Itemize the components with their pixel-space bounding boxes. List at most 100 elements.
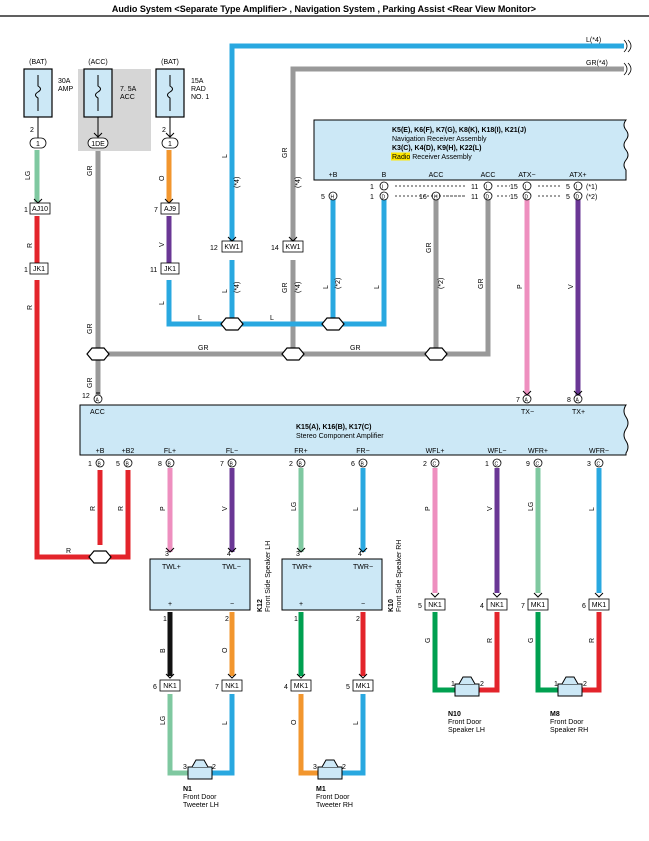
svg-text:5: 5 [321,194,325,201]
svg-text:A: A [576,398,580,404]
svg-text:(*1): (*1) [586,184,597,191]
svg-text:+B2: +B2 [122,448,135,455]
svg-text:TWL−: TWL− [222,564,241,571]
svg-text:AMP: AMP [58,86,74,93]
svg-text:L: L [353,721,360,725]
svg-text:A: A [525,398,529,404]
svg-text:ACC: ACC [90,409,105,416]
svg-text:GR: GR [426,243,433,254]
svg-text:1DE: 1DE [91,141,105,148]
svg-text:+B: +B [96,448,105,455]
svg-text:4: 4 [284,684,288,691]
svg-text:JK1: JK1 [33,266,45,273]
connector-kw1-b: 14 KW1 [271,240,304,253]
svg-text:8: 8 [158,461,162,468]
svg-text:V: V [568,284,575,289]
svg-text:ACC: ACC [120,94,135,101]
svg-text:O: O [159,175,166,181]
svg-text:Radio Receiver Assembly: Radio Receiver Assembly [392,154,472,161]
ref-l4: L(*4) [586,37,601,44]
connector-aj9: 7 AJ9 [154,202,180,215]
svg-text:KW1: KW1 [285,244,300,251]
svg-text:LG: LG [291,502,298,511]
svg-text:L: L [323,285,330,289]
svg-text:TX−: TX− [521,409,534,416]
svg-text:FL+: FL+ [164,448,176,455]
svg-text:(*4): (*4) [295,177,302,188]
front-side-speaker-lh: 3 4 TWL+ TWL− + − K12 Front Side Speaker… [149,541,272,612]
svg-text:MK1: MK1 [531,602,546,609]
svg-text:11: 11 [471,194,478,201]
svg-text:C: C [433,462,437,468]
svg-text:LG: LG [25,171,32,180]
svg-text:12: 12 [210,245,218,252]
front-side-speaker-rh: 3 4 TWR+ TWR− + − K10 Front Side Speaker… [281,540,403,612]
svg-text:R: R [27,243,34,248]
svg-text:Stereo Component Amplifier: Stereo Component Amplifier [296,433,384,440]
svg-text:C: C [536,462,540,468]
svg-text:3: 3 [183,764,187,771]
svg-text:TWR−: TWR− [353,564,373,571]
svg-text:1: 1 [24,267,28,274]
svg-text:K3(C), K4(D), K9(H), K22(L): K3(C), K4(D), K9(H), K22(L) [392,145,481,152]
svg-text:GR: GR [198,345,209,352]
svg-text:12: 12 [82,393,90,400]
svg-text:I: I [525,185,526,191]
svg-text:5: 5 [418,603,422,610]
svg-text:(*4): (*4) [234,282,241,293]
svg-text:Tweeter LH: Tweeter LH [183,802,219,809]
ref-gr4: GR(*4) [586,60,608,67]
fuse-acc: (ACC) 7. 5A ACC [78,59,151,151]
svg-text:FR+: FR+ [294,448,307,455]
svg-text:P: P [160,506,167,511]
svg-text:1: 1 [294,616,298,623]
svg-text:B: B [98,462,102,468]
svg-text:M1: M1 [316,786,326,793]
svg-text:GR: GR [478,279,485,290]
svg-text:(*2): (*2) [438,278,445,289]
svg-text:R: R [118,506,125,511]
svg-text:K12: K12 [257,599,264,612]
svg-text:2: 2 [342,764,346,771]
svg-text:15: 15 [510,194,518,201]
svg-text:K15(A), K16(B), K17(C): K15(A), K16(B), K17(C) [296,424,371,431]
svg-text:I: I [576,185,577,191]
svg-text:5: 5 [346,684,350,691]
svg-text:K5(E), K6(F), K7(G), K8(K), K1: K5(E), K6(F), K7(G), K8(K), K18(I), K21(… [392,127,526,134]
svg-text:1: 1 [24,207,28,214]
svg-text:−: − [361,601,365,608]
svg-text:7: 7 [516,397,520,404]
svg-text:6: 6 [351,461,355,468]
svg-text:(BAT): (BAT) [161,59,179,66]
connector-aj10: 1 AJ10 [24,202,51,215]
svg-text:L: L [222,154,229,158]
navigation-receiver-box: K5(E), K6(F), K7(G), K8(K), K18(I), K21(… [313,119,629,181]
svg-text:NK1: NK1 [428,602,442,609]
svg-text:ACC: ACC [429,172,444,179]
svg-text:I: I [486,185,487,191]
svg-text:O: O [291,719,298,725]
svg-text:Speaker RH: Speaker RH [550,727,588,734]
svg-text:(ACC): (ACC) [88,59,107,66]
svg-text:Front Side Speaker RH: Front Side Speaker RH [396,540,403,612]
svg-text:P: P [517,284,524,289]
svg-text:15A: 15A [191,78,204,85]
svg-text:+: + [168,601,172,608]
svg-text:V: V [222,506,229,511]
splice-points [86,317,448,564]
svg-text:2: 2 [225,616,229,623]
svg-text:3: 3 [313,764,317,771]
svg-text:(*4): (*4) [234,177,241,188]
svg-text:1: 1 [451,681,455,688]
svg-text:WFL+: WFL+ [426,448,445,455]
svg-text:4: 4 [480,603,484,610]
fuse-rad: (BAT) 15A RAD NO. 1 [155,59,209,118]
svg-text:MK1: MK1 [294,683,309,690]
svg-text:L: L [198,315,202,322]
svg-text:L: L [353,507,360,511]
svg-text:AJ9: AJ9 [164,206,176,213]
svg-text:8: 8 [567,397,571,404]
svg-text:D: D [486,195,490,201]
